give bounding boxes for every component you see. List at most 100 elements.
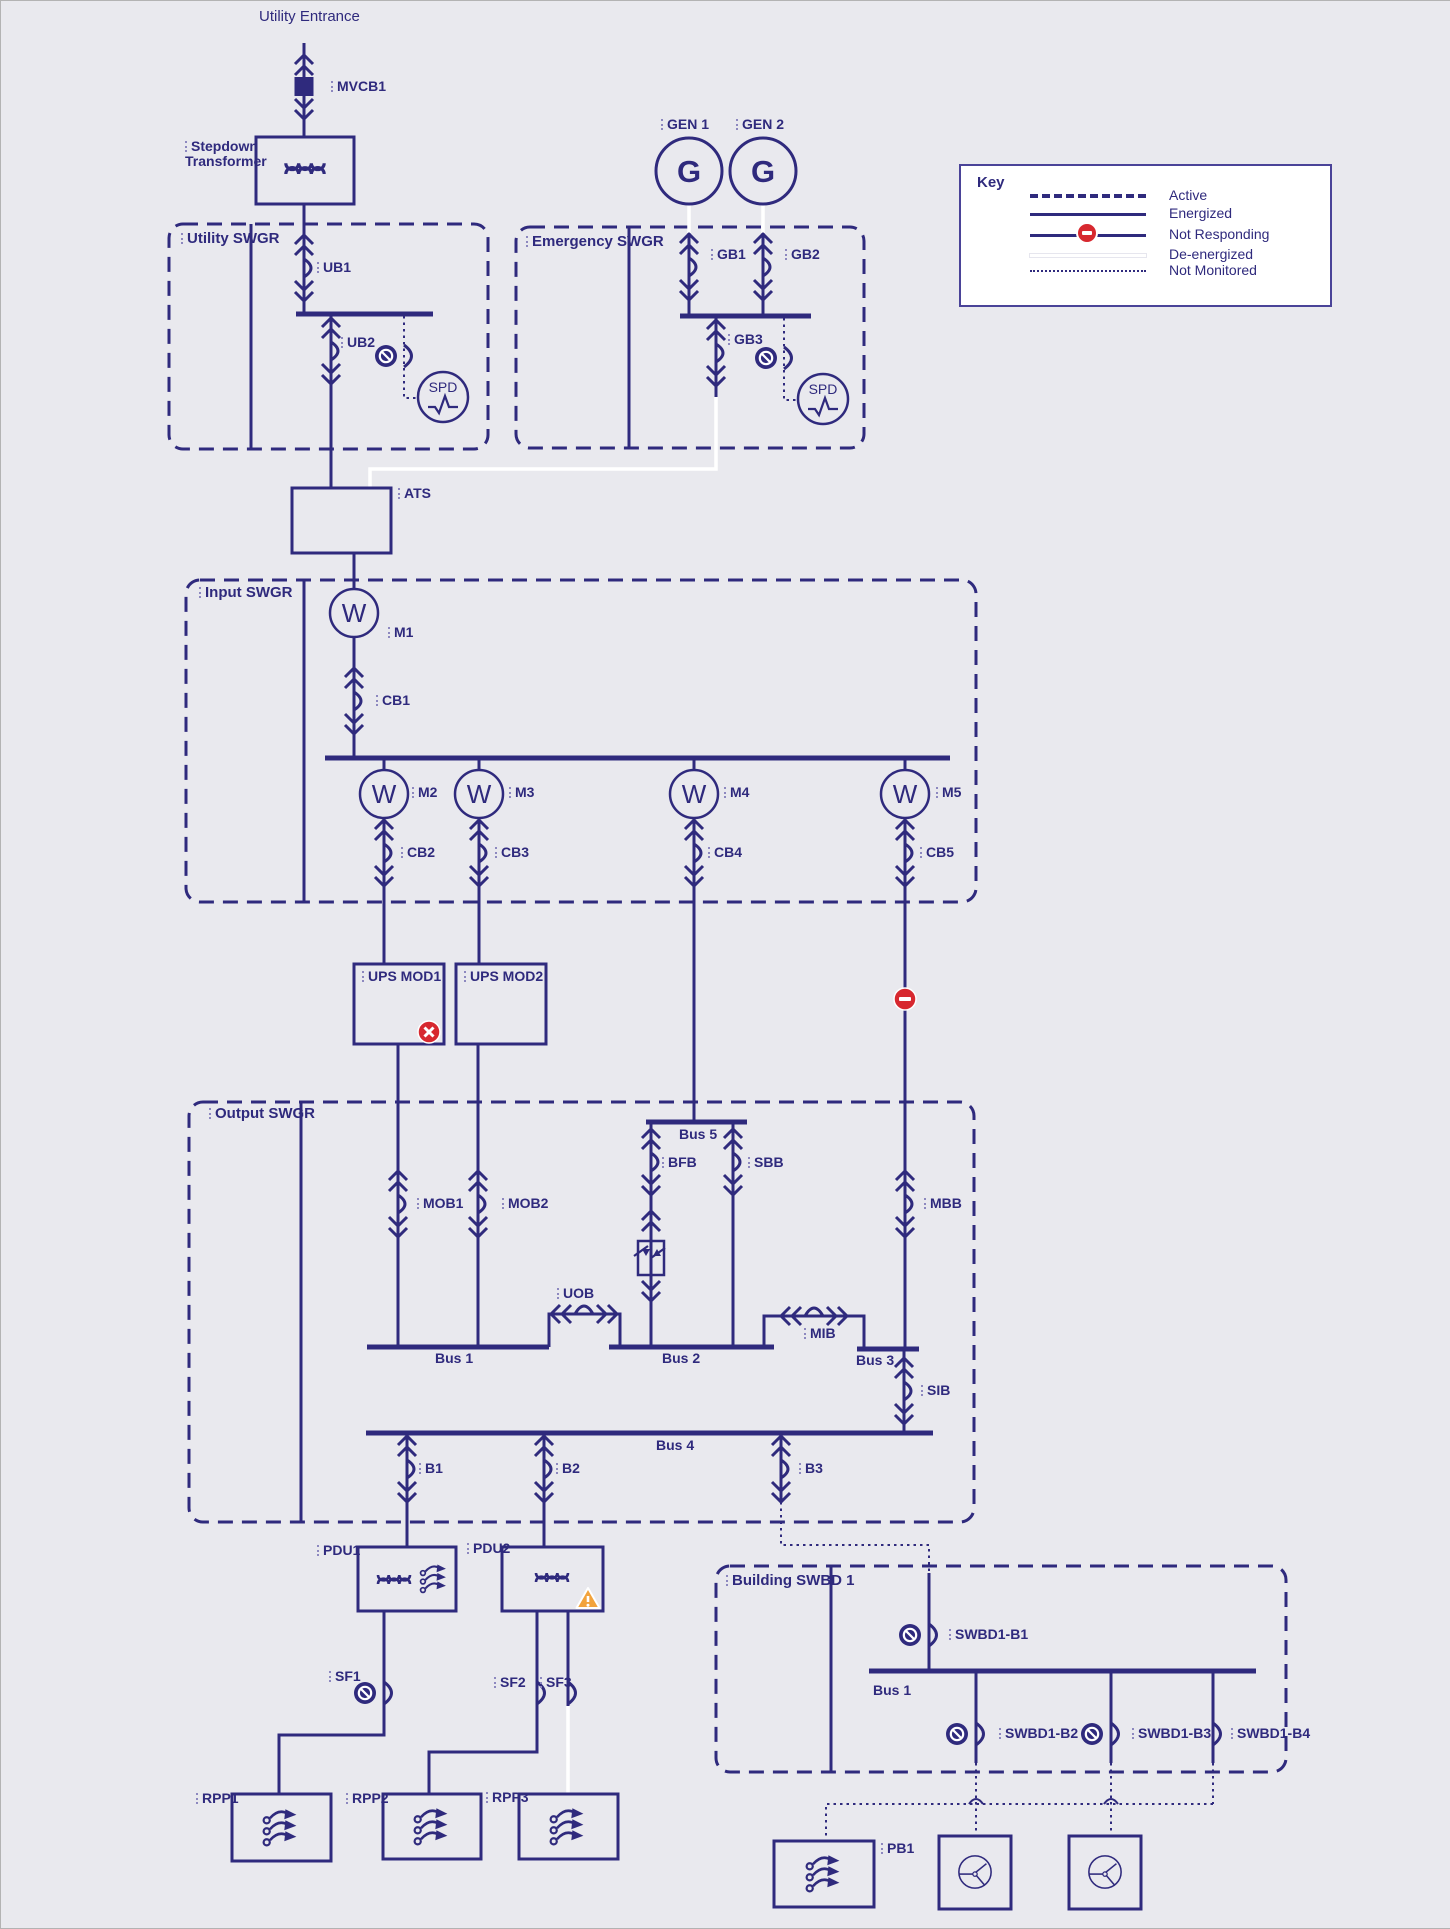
bus2-label: Bus 2 [662, 1350, 701, 1366]
b2-label: B2 [556, 1461, 580, 1476]
m3-label: M3 [509, 785, 534, 800]
pdu1[interactable] [356, 1545, 458, 1613]
gb2-label: GB2 [785, 247, 820, 262]
meter-m4: W [668, 768, 720, 820]
meter-device-2[interactable] [1067, 1834, 1143, 1911]
pdu2[interactable] [500, 1545, 605, 1613]
stepdown-transformer-label: Stepdown Transformer [185, 138, 267, 169]
cb5-label: CB5 [920, 845, 954, 860]
not-responding-icon [893, 987, 917, 1011]
ub2-label: UB2 [341, 335, 375, 350]
bfb-label: BFB [662, 1155, 697, 1170]
b3-label: B3 [799, 1461, 823, 1476]
pb1[interactable] [772, 1839, 876, 1909]
energized-wiring [277, 43, 1215, 1794]
mbb-label: MBB [924, 1196, 962, 1211]
mob1-label: MOB1 [417, 1196, 463, 1211]
output-swgr-box [187, 1100, 976, 1524]
swbd1-bus1-label: Bus 1 [873, 1682, 912, 1698]
swbd1-b3-label: SWBD1-B3 [1132, 1726, 1211, 1741]
output-swgr-label: Output SWGR [209, 1106, 315, 1121]
spd-utility-fuse[interactable] [402, 343, 413, 369]
meter-text: W [467, 779, 492, 809]
b1-label: B1 [419, 1461, 443, 1476]
input-swgr-label: Input SWGR [199, 585, 292, 600]
pb1-label: PB1 [881, 1841, 914, 1856]
generator-text: G [677, 154, 701, 189]
cb1-label: CB1 [376, 693, 410, 708]
utility-swgr-box [167, 222, 490, 451]
meter-m3: W [453, 768, 505, 820]
stepdown-transformer[interactable] [254, 135, 356, 206]
ats-box[interactable] [290, 486, 393, 555]
legend-line-energized [1030, 213, 1146, 216]
legend: Key Active Energized Not Responding De-e… [959, 164, 1332, 307]
m5-label: M5 [936, 785, 961, 800]
bus3-label: Bus 3 [856, 1352, 895, 1368]
deenergized-wiring [368, 204, 765, 1794]
generator-2[interactable]: G [728, 136, 798, 206]
bus1-label: Bus 1 [435, 1350, 474, 1366]
legend-line-not-monitored [1030, 270, 1146, 272]
legend-label-not-monitored: Not Monitored [1169, 262, 1257, 278]
lineup-risers [249, 224, 833, 1772]
prohibited-icon [944, 1721, 970, 1747]
meter-device-1[interactable] [937, 1834, 1013, 1911]
meters[interactable]: W W W W W [328, 587, 931, 820]
generator-text: G [751, 154, 775, 189]
sf1-label: SF1 [329, 1669, 361, 1684]
cb3-label: CB3 [495, 845, 529, 860]
gb1-label: GB1 [711, 247, 746, 262]
meter-m5: W [879, 768, 931, 820]
mvcb1-breaker[interactable] [293, 53, 315, 121]
legend-title: Key [977, 174, 1005, 191]
error-icon [416, 1019, 442, 1045]
bus4-label: Bus 4 [656, 1437, 695, 1453]
ups-mod2-label: UPS MOD2 [464, 969, 543, 984]
bus5-label: Bus 5 [679, 1126, 718, 1142]
meter-text: W [372, 779, 397, 809]
meter-text: W [893, 779, 918, 809]
not-monitored-wiring [403, 316, 1214, 1841]
mob2-label: MOB2 [502, 1196, 548, 1211]
gb3-label: GB3 [728, 332, 763, 347]
utility-entrance-label: Utility Entrance [259, 8, 360, 25]
rpp2[interactable] [381, 1792, 483, 1861]
mvcb1-label: MVCB1 [331, 79, 386, 94]
ups-mod1-label: UPS MOD1 [362, 969, 441, 984]
sf2-label: SF2 [494, 1675, 526, 1690]
spd-utility[interactable]: SPD [416, 370, 470, 424]
meter-text: W [682, 779, 707, 809]
ats-label: ATS [398, 486, 431, 501]
legend-label-de-energized: De-energized [1169, 246, 1254, 262]
cb4-label: CB4 [708, 845, 742, 860]
gen1-label: GEN 1 [661, 117, 709, 132]
emergency-swgr-box [514, 225, 866, 450]
rpp1[interactable] [230, 1792, 333, 1863]
legend-label-active: Active [1169, 187, 1208, 203]
generator-1[interactable]: G [654, 136, 724, 206]
swbd1-b2-label: SWBD1-B2 [999, 1726, 1078, 1741]
building-swbd1-box [714, 1564, 1288, 1774]
prohibited-icon [352, 1680, 378, 1706]
meter-text: W [342, 598, 367, 628]
swbd1-b1-label: SWBD1-B1 [949, 1627, 1028, 1642]
mib-label: MIB [804, 1326, 836, 1341]
rpp3[interactable] [517, 1792, 620, 1861]
sf3-label: SF3 [540, 1675, 572, 1690]
spd-text: SPD [809, 381, 838, 397]
m1-label: M1 [388, 625, 413, 640]
rpp2-label: RPP2 [346, 1791, 389, 1806]
gen2-label: GEN 2 [736, 117, 784, 132]
legend-label-not-responding: Not Responding [1169, 226, 1270, 242]
input-swgr-box [184, 578, 978, 904]
prohibited-icon [373, 343, 399, 369]
utility-swgr-label: Utility SWGR [181, 231, 280, 246]
spd-emergency-fuse[interactable] [782, 345, 793, 371]
swbd1-b4-label: SWBD1-B4 [1231, 1726, 1310, 1741]
cb2-label: CB2 [401, 845, 435, 860]
meter-m2: W [358, 768, 410, 820]
spd-emergency[interactable]: SPD [796, 372, 850, 426]
rpp3-label: RPP3 [486, 1790, 529, 1805]
